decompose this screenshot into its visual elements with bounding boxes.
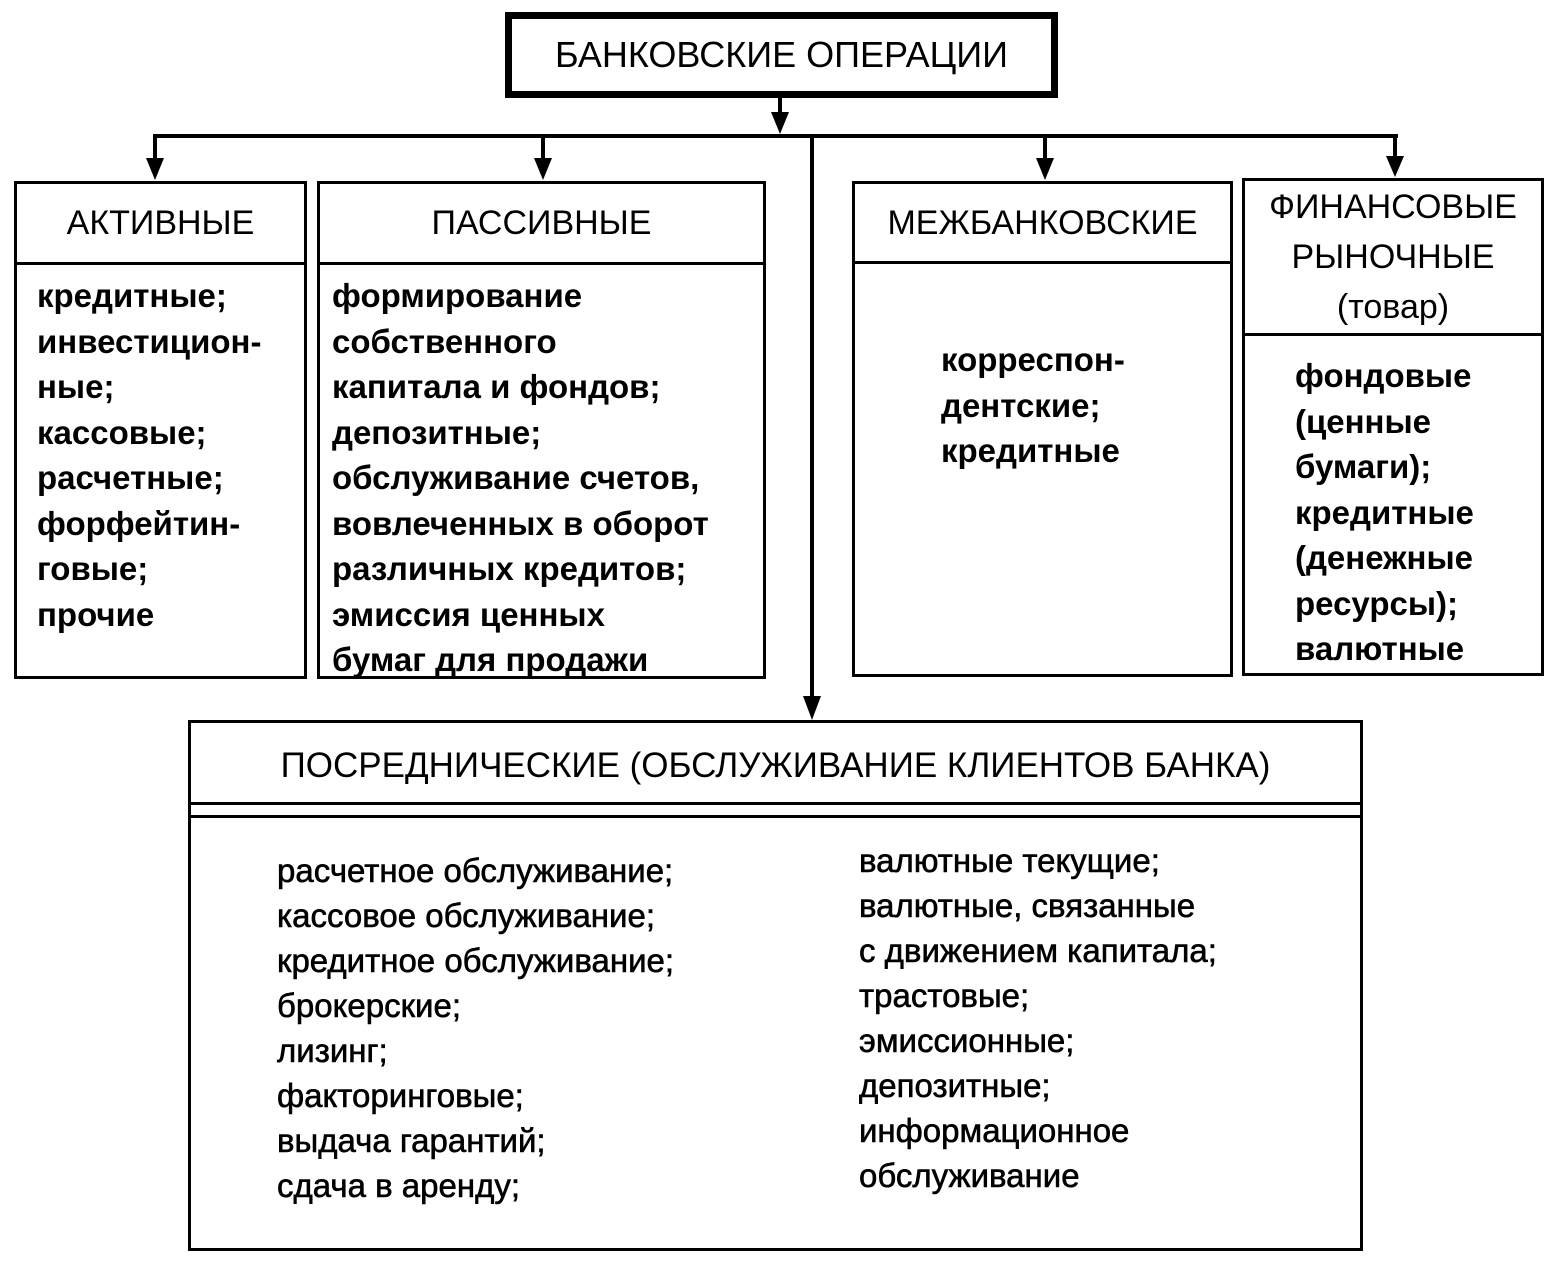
category-active: АКТИВНЫЕ кредитные; инвестицион- ные; ка… xyxy=(14,181,307,679)
category-interbank: МЕЖБАНКОВСКИЕ корреспон- дентские; креди… xyxy=(852,181,1233,677)
category-items: кредитные; инвестицион- ные; кассовые; р… xyxy=(37,277,262,633)
category-title: ФИНАНСОВЫЕ РЫНОЧНЫЕ (товар) xyxy=(1245,181,1541,336)
category-financial-market: ФИНАНСОВЫЕ РЫНОЧНЫЕ (товар) фондовые (це… xyxy=(1242,178,1544,676)
category-passive: ПАССИВНЫЕ формирование собственного капи… xyxy=(317,181,766,679)
category-intermediary: ПОСРЕДНИЧЕСКИЕ (ОБСЛУЖИВАНИЕ КЛИЕНТОВ БА… xyxy=(188,720,1363,1251)
category-items: формирование собственного капитала и фон… xyxy=(332,277,709,678)
header-double-divider xyxy=(191,815,1360,818)
category-title: ПАССИВНЫЕ xyxy=(320,184,763,265)
category-items-right: валютные текущие; валютные, связанные с … xyxy=(859,842,1217,1195)
category-title: ПОСРЕДНИЧЕСКИЕ (ОБСЛУЖИВАНИЕ КЛИЕНТОВ БА… xyxy=(191,723,1360,805)
category-items-left: расчетное обслуживание; кассовое обслужи… xyxy=(277,852,675,1205)
root-title: БАНКОВСКИЕ ОПЕРАЦИИ xyxy=(555,34,1008,75)
category-items: корреспон- дентские; кредитные xyxy=(941,341,1125,469)
category-title: АКТИВНЫЕ xyxy=(17,184,304,265)
category-items: фондовые (ценные бумаги); кредитные (ден… xyxy=(1295,357,1474,667)
category-title: МЕЖБАНКОВСКИЕ xyxy=(855,184,1230,264)
root-node: БАНКОВСКИЕ ОПЕРАЦИИ xyxy=(505,12,1058,98)
